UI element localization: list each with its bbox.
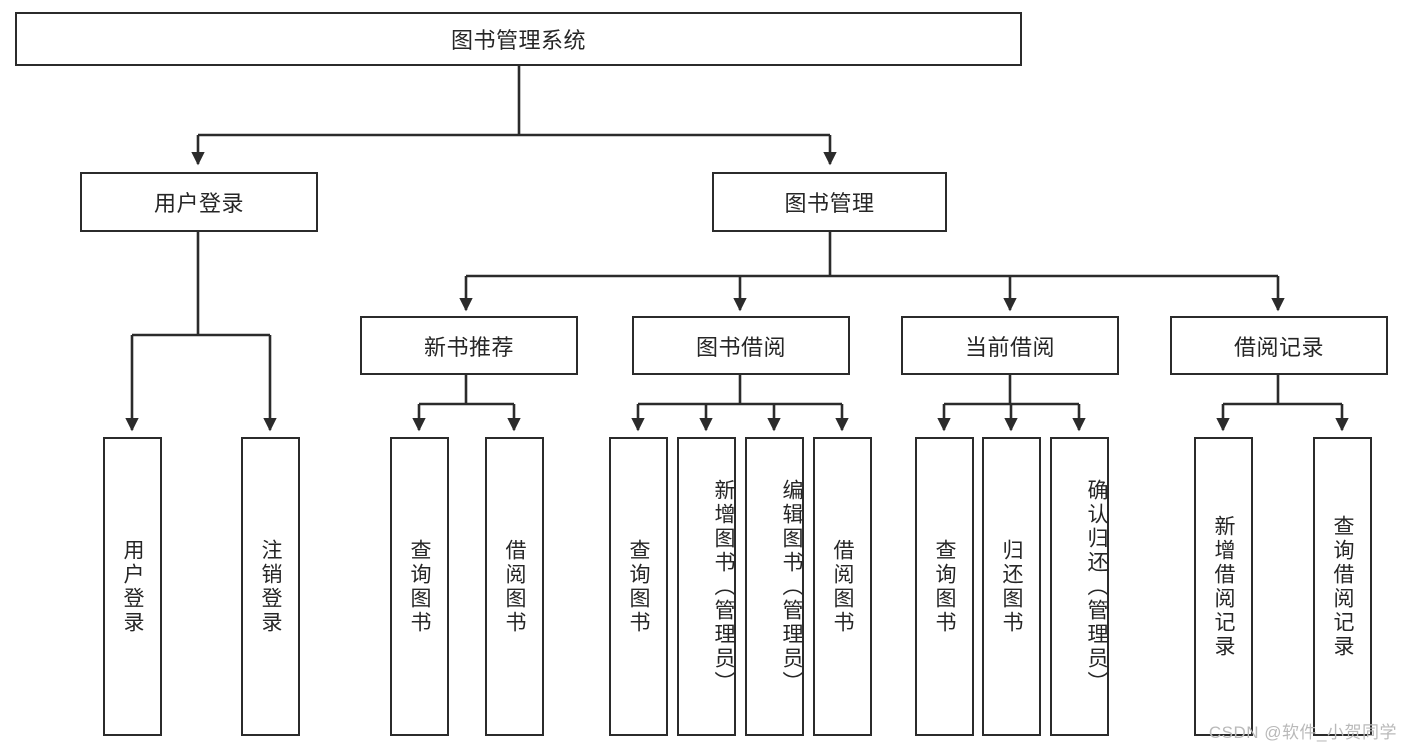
node-current-borrow-label: 当前借阅 — [964, 334, 1055, 360]
node-leaf-add-record-label: 新增借阅记录 — [1212, 514, 1235, 659]
node-leaf-query-record[interactable]: 查询借阅记录 — [1313, 437, 1372, 736]
node-leaf-borrow-book-2-label: 借阅图书 — [831, 538, 854, 635]
node-book-manage[interactable]: 图书管理 — [712, 172, 947, 232]
node-leaf-query-book-3[interactable]: 查询图书 — [915, 437, 974, 736]
node-current-borrow[interactable]: 当前借阅 — [901, 316, 1119, 375]
node-leaf-borrow-book-1-label: 借阅图书 — [503, 538, 526, 635]
node-leaf-query-book-3-label: 查询图书 — [933, 538, 956, 635]
node-leaf-query-book-1-label: 查询图书 — [408, 538, 431, 635]
node-new-book-recommend[interactable]: 新书推荐 — [360, 316, 578, 375]
node-leaf-user-login-label: 用户登录 — [121, 538, 144, 635]
node-leaf-edit-book[interactable]: 编辑图书（管理员） — [745, 437, 804, 736]
node-leaf-query-record-label: 查询借阅记录 — [1331, 514, 1354, 659]
node-leaf-return-book-label: 归还图书 — [1000, 538, 1023, 635]
node-leaf-add-record[interactable]: 新增借阅记录 — [1194, 437, 1253, 736]
node-root-label: 图书管理系统 — [450, 28, 586, 53]
node-user-login[interactable]: 用户登录 — [80, 172, 318, 232]
node-book-manage-label: 图书管理 — [784, 191, 875, 216]
node-leaf-query-book-2[interactable]: 查询图书 — [609, 437, 668, 736]
node-book-borrow[interactable]: 图书借阅 — [632, 316, 850, 375]
watermark: CSDN @软件_小贺同学 — [1208, 723, 1397, 742]
node-borrow-record-label: 借阅记录 — [1233, 334, 1324, 360]
node-leaf-confirm-return[interactable]: 确认归还（管理员） — [1050, 437, 1109, 736]
node-leaf-user-login[interactable]: 用户登录 — [103, 437, 162, 736]
node-leaf-query-book-1[interactable]: 查询图书 — [390, 437, 449, 736]
node-new-book-recommend-label: 新书推荐 — [423, 334, 514, 360]
node-user-login-label: 用户登录 — [153, 191, 244, 216]
node-leaf-logout-label: 注销登录 — [259, 538, 282, 635]
node-leaf-query-book-2-label: 查询图书 — [627, 538, 650, 635]
node-book-borrow-label: 图书借阅 — [695, 334, 786, 360]
node-leaf-logout[interactable]: 注销登录 — [241, 437, 300, 736]
node-leaf-add-book-label: 新增图书（管理员） — [712, 478, 735, 695]
node-leaf-edit-book-label: 编辑图书（管理员） — [780, 478, 803, 695]
node-leaf-confirm-return-label: 确认归还（管理员） — [1085, 478, 1108, 695]
node-leaf-return-book[interactable]: 归还图书 — [982, 437, 1041, 736]
node-leaf-add-book[interactable]: 新增图书（管理员） — [677, 437, 736, 736]
node-leaf-borrow-book-2[interactable]: 借阅图书 — [813, 437, 872, 736]
node-leaf-borrow-book-1[interactable]: 借阅图书 — [485, 437, 544, 736]
node-borrow-record[interactable]: 借阅记录 — [1170, 316, 1388, 375]
node-root[interactable]: 图书管理系统 — [15, 12, 1022, 66]
